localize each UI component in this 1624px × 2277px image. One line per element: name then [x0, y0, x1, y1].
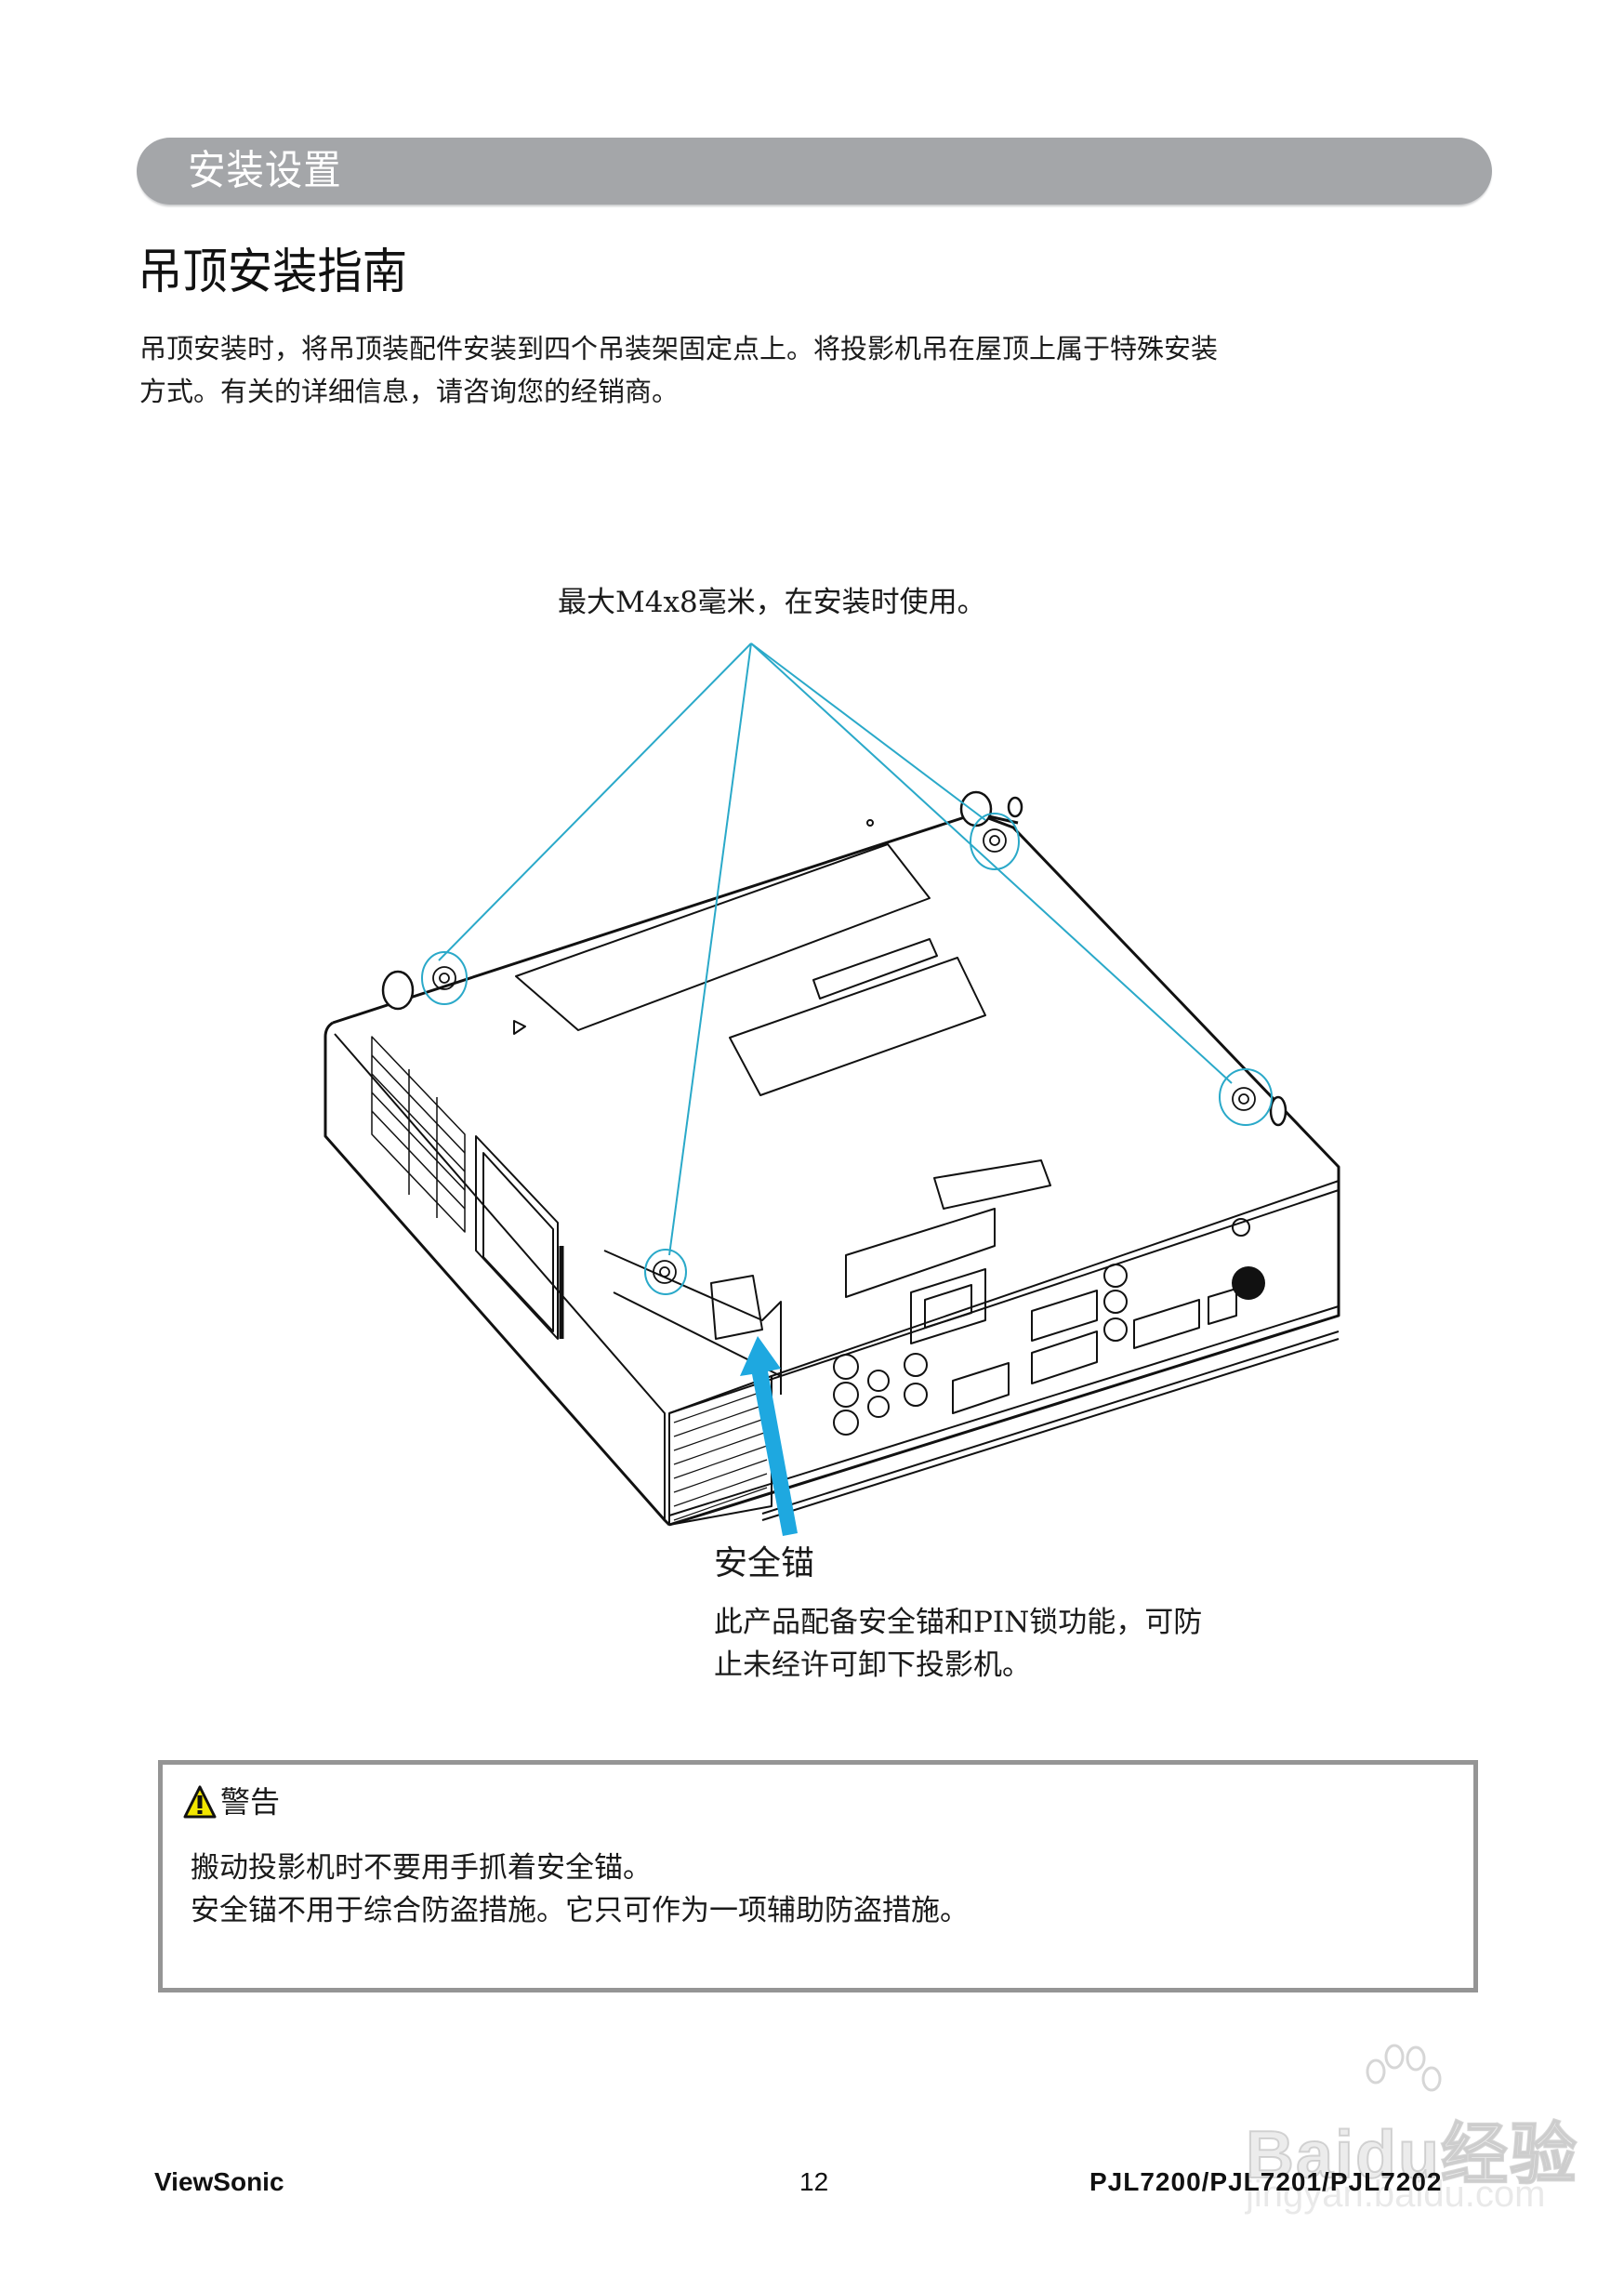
security-anchor-line: 止未经许可卸下投影机。: [714, 1648, 1031, 1682]
speaker-grille: [1232, 1266, 1265, 1300]
page-title: 吊顶安装指南: [138, 245, 408, 300]
projector-illustration: [323, 812, 1340, 1527]
security-anchor-arrow: [740, 1336, 798, 1536]
warning-line: 搬动投影机时不要用手抓着安全锚。: [191, 1851, 652, 1885]
footer-models: PJL7200/PJL7201/PJL7202: [1089, 2167, 1443, 2196]
warning-triangle-icon: [183, 1785, 217, 1819]
warning-title: 警告: [220, 1784, 281, 1820]
footer-page-number: 12: [799, 2167, 829, 2196]
section-header-bar: 安装设置: [137, 138, 1492, 205]
intro-line: 方式。有关的详细信息，请咨询您的经销商。: [139, 376, 680, 407]
security-anchor-label: 安全锚: [714, 1544, 815, 1582]
security-anchor-description: 此产品配备安全锚和PIN锁功能，可防 止未经许可卸下投影机。: [714, 1601, 1202, 1687]
section-title: 安装设置: [188, 147, 342, 194]
paw-icon: [1366, 2044, 1442, 2092]
diagram-caption: 最大M4x8毫米，在安装时使用。: [558, 586, 986, 619]
warning-line: 安全锚不用于综合防盗措施。它只可作为一项辅助防盗措施。: [191, 1894, 969, 1927]
warning-header: 警告: [183, 1783, 280, 1820]
security-anchor-line: 此产品配备安全锚和PIN锁功能，可防: [714, 1606, 1203, 1639]
footer-brand: ViewSonic: [154, 2167, 284, 2196]
intro-line: 吊顶安装时，将吊顶装配件安装到四个吊装架固定点上。将投影机吊在屋顶上属于特殊安装: [139, 333, 1219, 364]
intro-paragraph: 吊顶安装时，将吊顶装配件安装到四个吊装架固定点上。将投影机吊在屋顶上属于特殊安装…: [139, 327, 1506, 413]
mount-point-callouts: [421, 642, 1273, 1295]
warning-body: 搬动投影机时不要用手抓着安全锚。 安全锚不用于综合防盗措施。它只可作为一项辅助防…: [191, 1847, 969, 1932]
warning-box: 警告 搬动投影机时不要用手抓着安全锚。 安全锚不用于综合防盗措施。它只可作为一项…: [158, 1760, 1478, 1992]
